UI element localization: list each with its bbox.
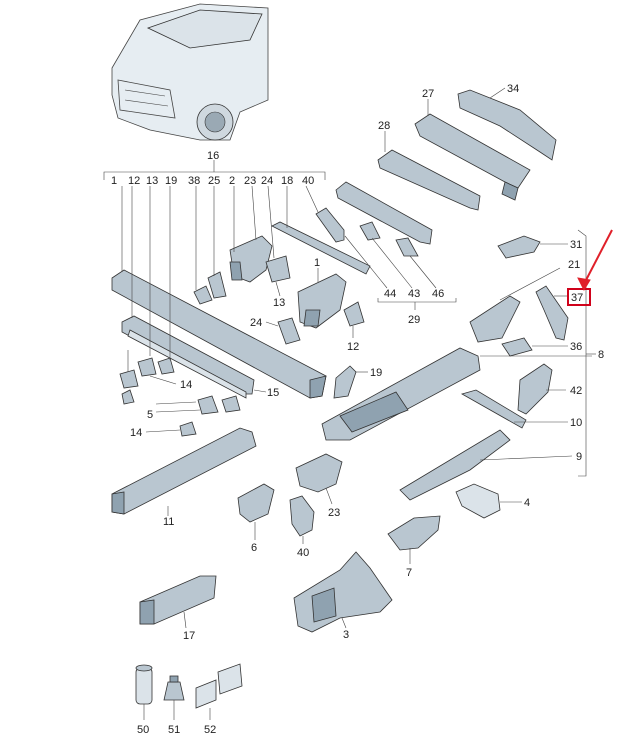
part-40: 40 xyxy=(289,495,315,559)
callout-31: 31 xyxy=(570,239,582,251)
part-frame-assembly: 10 9 42 xyxy=(321,347,592,501)
group16-label-24: 24 xyxy=(261,175,273,187)
callout-11: 11 xyxy=(163,516,174,528)
callout-40: 40 xyxy=(297,547,309,559)
group16-label-19: 19 xyxy=(165,175,177,187)
callout-1-upper: 1 xyxy=(314,257,320,269)
group16-label-25: 25 xyxy=(208,175,220,187)
group-16-bracket: 16 1 12 13 19 38 25 2 23 24 18 40 xyxy=(103,150,326,187)
group16-label-38: 38 xyxy=(188,175,200,187)
part-19: 19 xyxy=(333,365,382,399)
part-37-highlight xyxy=(567,288,591,306)
callout-36: 36 xyxy=(570,341,582,353)
part-4: 4 xyxy=(455,483,530,519)
callout-6: 6 xyxy=(251,542,257,554)
callout-13: 13 xyxy=(273,297,285,309)
group16-label-13: 13 xyxy=(146,175,158,187)
callout-9: 9 xyxy=(576,451,582,463)
part-31: 31 xyxy=(497,235,582,259)
leaders-misc xyxy=(131,185,319,360)
part-6: 6 xyxy=(237,483,275,554)
callout-52: 52 xyxy=(204,724,216,736)
callout-37: 37 xyxy=(571,292,583,304)
callout-42: 42 xyxy=(570,385,582,397)
part-brackets-5-14: 14 5 14 xyxy=(119,350,241,439)
standalone-callouts: 1 2 xyxy=(0,0,6,3)
part-12: 12 xyxy=(343,301,365,353)
group-8-bracket: 8 xyxy=(577,229,604,477)
part-7: 7 xyxy=(387,515,441,579)
callout-44: 44 xyxy=(384,288,396,300)
callout-27: 27 xyxy=(422,88,434,100)
van-illustration xyxy=(111,3,269,141)
callout-29: 29 xyxy=(408,314,420,326)
callout-28: 28 xyxy=(378,120,390,132)
part-3: 3 xyxy=(293,551,393,641)
part-52: 52 xyxy=(195,663,243,736)
part-24: 24 xyxy=(250,317,301,345)
callout-3: 3 xyxy=(343,629,349,641)
part-1-upper: 1 xyxy=(297,257,347,329)
callout-7: 7 xyxy=(406,567,412,579)
callout-10: 10 xyxy=(570,417,582,429)
part-1-long-member xyxy=(111,186,327,399)
part-11: 11 xyxy=(111,427,257,528)
callout-19: 19 xyxy=(370,367,382,379)
part-21: 21 xyxy=(469,259,580,343)
group16-label-18: 18 xyxy=(281,175,293,187)
red-pointer-arrow xyxy=(577,229,613,292)
callout-46: 46 xyxy=(432,288,444,300)
group16-label-12: 12 xyxy=(128,175,140,187)
group16-label-2: 2 xyxy=(229,175,235,187)
group16-label-23: 23 xyxy=(244,175,256,187)
callout-4: 4 xyxy=(524,497,530,509)
part-27: 27 xyxy=(414,88,531,201)
callout-23: 23 xyxy=(328,507,340,519)
callout-21: 21 xyxy=(568,259,580,271)
callout-12: 12 xyxy=(347,341,359,353)
part-36: 36 xyxy=(501,337,582,357)
part-50: 50 xyxy=(135,664,153,736)
callout-8: 8 xyxy=(598,349,604,361)
callout-14-lower: 14 xyxy=(130,427,142,439)
part-cluster-2: 13 xyxy=(193,186,291,309)
part-assembly-29: 44 43 46 29 xyxy=(271,181,457,326)
part-28: 28 xyxy=(377,120,481,211)
part-51: 51 xyxy=(163,675,185,736)
callout-50: 50 xyxy=(137,724,149,736)
part-37: 37 xyxy=(535,285,591,341)
callout-43: 43 xyxy=(408,288,420,300)
callout-24: 24 xyxy=(250,317,262,329)
callout-14-upper: 14 xyxy=(180,379,192,391)
group16-label-1: 1 xyxy=(111,175,117,187)
part-15: 15 xyxy=(121,315,279,399)
part-17: 17 xyxy=(139,575,217,642)
group16-label-40: 40 xyxy=(302,175,314,187)
callout-17: 17 xyxy=(183,630,195,642)
callout-51: 51 xyxy=(168,724,180,736)
part-23: 23 xyxy=(295,453,343,519)
callout-5: 5 xyxy=(147,409,153,421)
part-34: 34 xyxy=(457,83,557,161)
callout-16: 16 xyxy=(207,150,219,162)
callout-34: 34 xyxy=(507,83,519,95)
callout-15: 15 xyxy=(267,387,279,399)
